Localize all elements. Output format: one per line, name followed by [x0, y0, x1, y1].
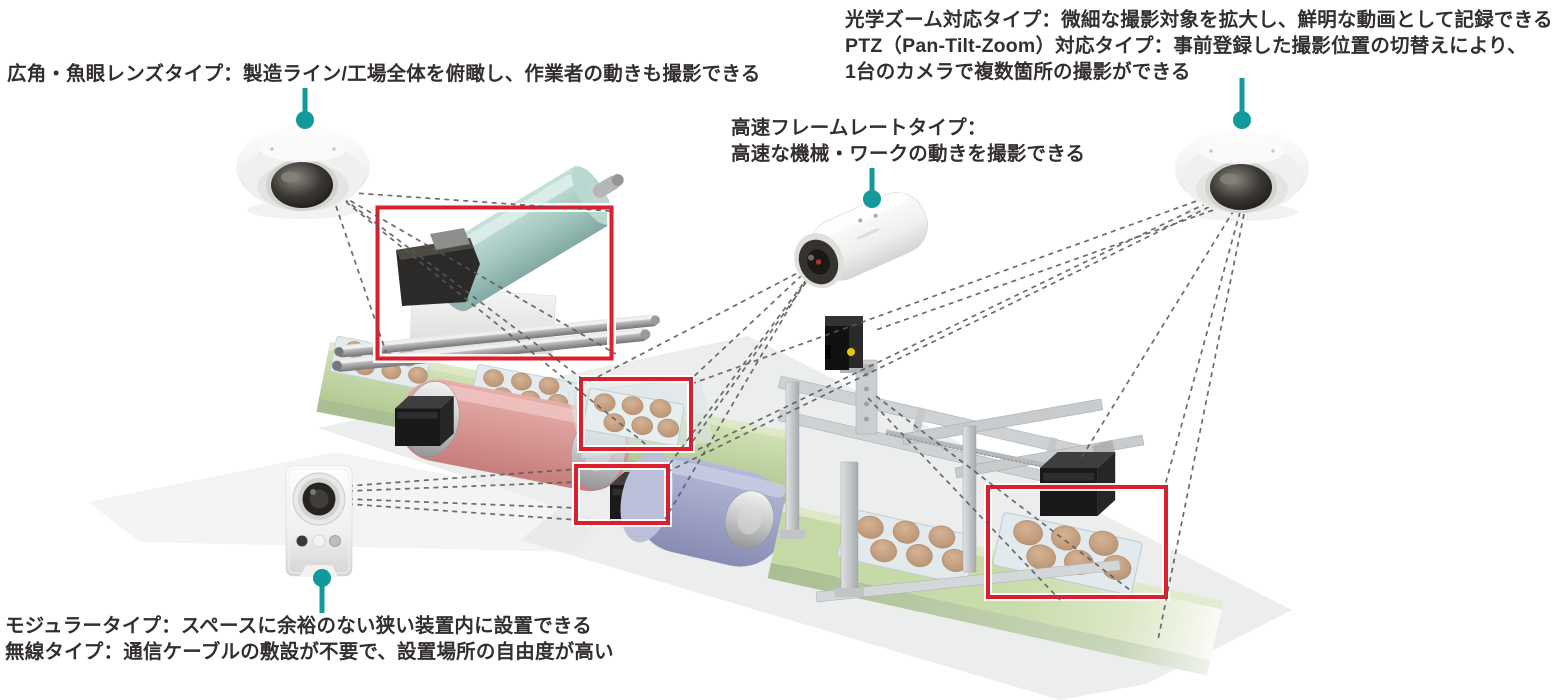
highlight-boxes: [373, 203, 1170, 601]
glass-transfer-section: [567, 377, 715, 459]
label-connectors: [296, 78, 1251, 613]
sightlines-modular: [347, 468, 579, 521]
label-wide-fisheye-type: 広角・魚眼レンズタイプ：製造ライン/工場全体を俯瞰し、作業者の動きも撮影できる: [7, 61, 760, 87]
ptz-dome-camera-right: [1175, 128, 1309, 221]
label-line: 1台のカメラで複数箇所の撮影ができる: [845, 61, 1191, 83]
sightlines-gantry-camera: [867, 395, 1131, 601]
highlight-box-roller: [373, 203, 616, 363]
label-high-frame-rate-type: 高速フレームレートタイプ： 高速な機械・ワークの動きを撮影できる: [731, 115, 1085, 167]
connector-bullet: [863, 168, 881, 208]
label-line: 広角・魚眼レンズタイプ：製造ライン/工場全体を俯瞰し、作業者の動きも撮影できる: [7, 63, 761, 85]
label-line: 高速な機械・ワークの動きを撮影できる: [731, 143, 1086, 165]
highlight-box-tray: [577, 375, 695, 453]
highlight-box-downstream-tray: [984, 483, 1170, 601]
sightlines-bullet: [585, 261, 818, 520]
product-tray: [992, 512, 1143, 596]
highlight-box-sensor: [572, 462, 672, 527]
gantry-frame: [778, 316, 1145, 603]
gantry-vision-camera: [825, 316, 863, 370]
film-roller-machine: [331, 165, 661, 372]
connector-fisheye-left: [296, 88, 314, 129]
label-line: 高速フレームレートタイプ：: [731, 117, 987, 139]
connector-ptz-right: [1233, 78, 1251, 129]
label-line: 無線タイプ：通信ケーブルの敷設が不要で、設置場所の自由度が高い: [5, 641, 614, 663]
label-modular-wireless-type: モジュラータイプ：スペースに余裕のない狭い装置内に設置できる 無線タイプ：通信ケ…: [5, 613, 614, 665]
label-line: 光学ズーム対応タイプ：微細な撮影対象を拡大し、鮮明な動画として記録できる: [845, 9, 1553, 31]
inline-sensor-box: [395, 396, 454, 446]
high-speed-bullet-camera: [794, 192, 928, 289]
label-line: PTZ（Pan-Tilt-Zoom）対応タイプ：事前登録した撮影位置の切替えによ…: [845, 35, 1527, 57]
indicator-light: [847, 348, 855, 356]
modular-box-camera: [285, 465, 353, 577]
sightlines-fisheye-left: [335, 191, 650, 448]
sightlines-ptz-right: [668, 197, 1245, 641]
label-line: モジュラータイプ：スペースに余裕のない狭い装置内に設置できる: [5, 615, 592, 637]
label-optical-zoom-ptz-type: 光学ズーム対応タイプ：微細な撮影対象を拡大し、鮮明な動画として記録できる PTZ…: [845, 7, 1553, 85]
product-tray: [582, 387, 685, 447]
connector-modular: [313, 569, 331, 613]
